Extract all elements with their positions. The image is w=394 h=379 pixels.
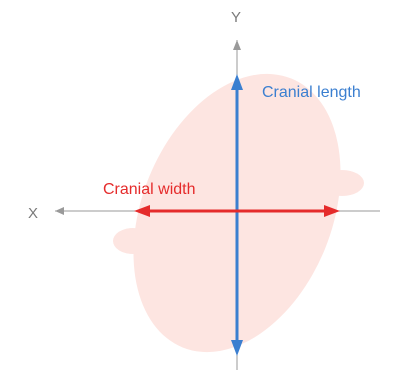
length-arrowhead-top: [231, 74, 243, 90]
width-arrowhead-left: [134, 205, 150, 217]
right-ear-shape: [320, 170, 364, 196]
x-axis-label: X: [28, 205, 38, 222]
length-arrowhead-bottom: [231, 340, 243, 356]
width-arrowhead-right: [324, 205, 340, 217]
y-axis-arrowhead: [233, 40, 241, 50]
cranial-length-label: Cranial length: [262, 84, 361, 101]
cranial-width-label: Cranial width: [103, 181, 195, 198]
cranial-width-arrow: [134, 205, 340, 217]
left-ear-shape: [113, 228, 153, 254]
y-axis-label: Y: [231, 9, 241, 26]
x-axis-arrowhead: [55, 207, 64, 215]
cranial-length-arrow: [231, 74, 243, 356]
